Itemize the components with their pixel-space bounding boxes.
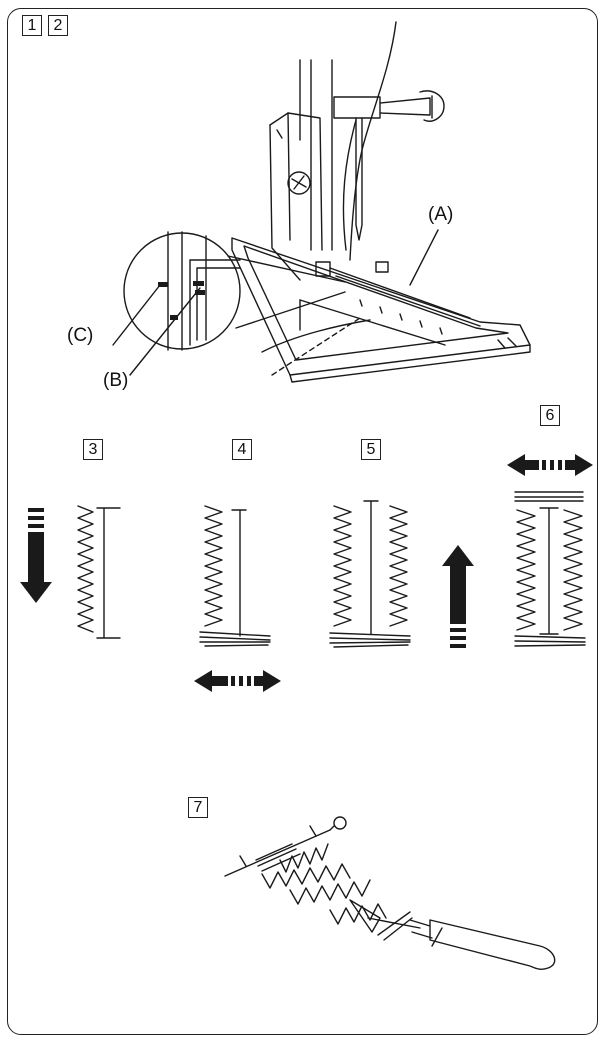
step-label-4: 4: [232, 439, 252, 460]
step-4-stitch-diagram: [199, 505, 271, 647]
diagram-frame: [7, 8, 598, 1035]
step-label-3: 3: [83, 439, 103, 460]
arrow-left-right-icon: [507, 454, 593, 476]
step-label-6: 6: [540, 405, 560, 426]
callout-b: (B): [103, 370, 129, 391]
step-6-stitch-diagram: [514, 491, 586, 647]
arrow-up-icon: [442, 545, 474, 648]
step-label-1: 1: [22, 15, 42, 36]
step-7-illustration: [224, 816, 556, 970]
callout-c: (C): [67, 325, 94, 346]
step-label-2: 2: [48, 15, 68, 36]
step-label-7: 7: [188, 797, 208, 818]
buttonhole-foot-illustration: [112, 21, 531, 383]
callout-a: (A): [428, 204, 454, 225]
step-label-5: 5: [361, 439, 381, 460]
step-5-stitch-diagram: [329, 500, 411, 648]
arrow-left-right-icon: [194, 670, 281, 692]
step-3-stitch-diagram: [77, 505, 121, 639]
arrow-down-icon: [20, 508, 52, 603]
